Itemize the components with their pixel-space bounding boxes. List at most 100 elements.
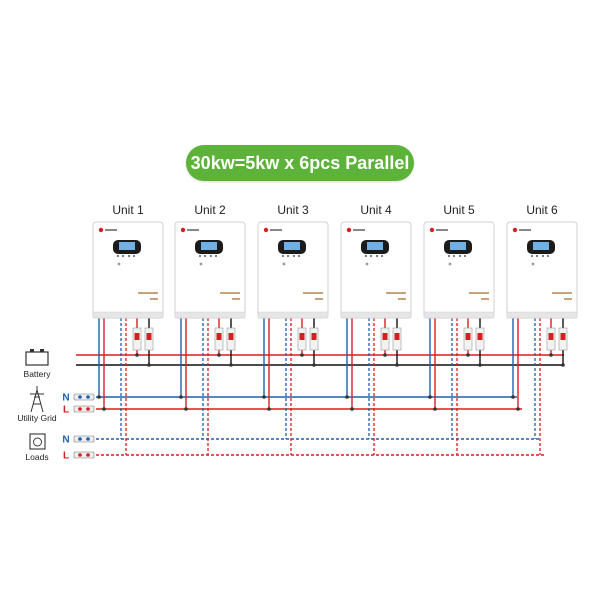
panel-button — [453, 255, 455, 257]
brand-text — [353, 229, 365, 231]
rating-label — [150, 298, 158, 300]
panel-button — [381, 255, 383, 257]
unit-label: Unit 6 — [526, 203, 558, 217]
terminal-block — [73, 451, 95, 459]
loads-icon — [29, 433, 46, 450]
junction-dot — [217, 353, 221, 357]
junction-dot — [428, 395, 432, 399]
breaker-toggle — [228, 333, 234, 340]
wiring-layer — [76, 318, 568, 456]
grid-live-connector — [73, 405, 95, 413]
battery-terminal — [40, 349, 44, 352]
junction-dot — [549, 353, 553, 357]
junction-dot — [395, 363, 399, 367]
terminal-screw — [86, 453, 90, 457]
battery-label: Battery — [24, 369, 52, 379]
inverter-body — [506, 221, 578, 319]
panel-button — [448, 255, 450, 257]
terminal-screw — [86, 437, 90, 441]
panel-button — [376, 255, 378, 257]
lcd-screen — [201, 242, 217, 250]
load-live-connector — [73, 451, 95, 459]
model-label — [220, 292, 240, 294]
breaker-toggle — [146, 333, 152, 340]
rating-label — [481, 298, 489, 300]
junction-dot — [345, 395, 349, 399]
load-neutral-letter: N — [62, 435, 69, 446]
power-indicator — [117, 262, 121, 266]
breaker-icon — [380, 327, 390, 351]
junction-dot — [267, 407, 271, 411]
panel-button — [122, 255, 124, 257]
model-label — [552, 292, 572, 294]
unit-label: Unit 1 — [112, 203, 144, 217]
brand-logo — [346, 227, 352, 233]
unit-label: Unit 2 — [194, 203, 226, 217]
breaker-toggle — [548, 333, 554, 340]
lcd-screen — [367, 242, 383, 250]
breaker-toggle — [477, 333, 483, 340]
breaker-icon — [463, 327, 473, 351]
breaker-icon — [392, 327, 402, 351]
breaker-toggle — [134, 333, 140, 340]
breaker-icon — [546, 327, 556, 351]
panel-button — [210, 255, 212, 257]
inverter-body — [257, 221, 329, 319]
grid-neutral-letter: N — [62, 393, 69, 404]
panel-button — [133, 255, 135, 257]
breaker-toggle — [311, 333, 317, 340]
inverter-unit — [423, 221, 495, 319]
panel-button — [128, 255, 130, 257]
inverter-body — [92, 221, 164, 319]
brand-text — [519, 229, 531, 231]
brand-text — [105, 229, 117, 231]
panel-button — [536, 255, 538, 257]
junction-dot — [262, 395, 266, 399]
breaker-icon — [558, 327, 568, 351]
pylon-frame — [30, 386, 44, 413]
panel-button — [365, 255, 367, 257]
lcd-screen — [450, 242, 466, 250]
inverter-unit — [92, 221, 164, 319]
junction-dot — [433, 407, 437, 411]
loads-dial — [33, 437, 42, 447]
inverter-body — [340, 221, 412, 319]
model-label — [469, 292, 489, 294]
junction-dot — [97, 395, 101, 399]
title-badge: 30kw=5kw x 6pcs Parallel — [186, 145, 414, 181]
junction-dot — [135, 353, 139, 357]
terminal-screw — [86, 407, 90, 411]
terminal-block — [73, 405, 95, 413]
battery-terminal — [30, 349, 34, 352]
panel-button — [215, 255, 217, 257]
load-neutral-connector — [73, 435, 95, 443]
power-indicator — [199, 262, 203, 266]
panel-button — [287, 255, 289, 257]
junction-dot — [511, 395, 515, 399]
junction-dot — [478, 363, 482, 367]
brand-text — [436, 229, 448, 231]
breaker-icon — [144, 327, 154, 351]
brand-text — [187, 229, 199, 231]
model-label — [138, 292, 158, 294]
breaker-icon — [475, 327, 485, 351]
breaker-toggle — [560, 333, 566, 340]
junction-dot — [184, 407, 188, 411]
breaker-toggle — [382, 333, 388, 340]
junction-dot — [300, 353, 304, 357]
breaker-toggle — [216, 333, 222, 340]
loads-box — [29, 433, 46, 450]
load-live-letter: L — [63, 451, 69, 462]
lcd-screen — [119, 242, 135, 250]
terminal-screw — [78, 453, 82, 457]
junction-dot — [466, 353, 470, 357]
rating-label — [315, 298, 323, 300]
model-label — [386, 292, 406, 294]
rating-label — [398, 298, 406, 300]
inverter-body — [423, 221, 495, 319]
rating-label — [564, 298, 572, 300]
grid-live-letter: L — [63, 405, 69, 416]
terminal-block — [73, 435, 95, 443]
